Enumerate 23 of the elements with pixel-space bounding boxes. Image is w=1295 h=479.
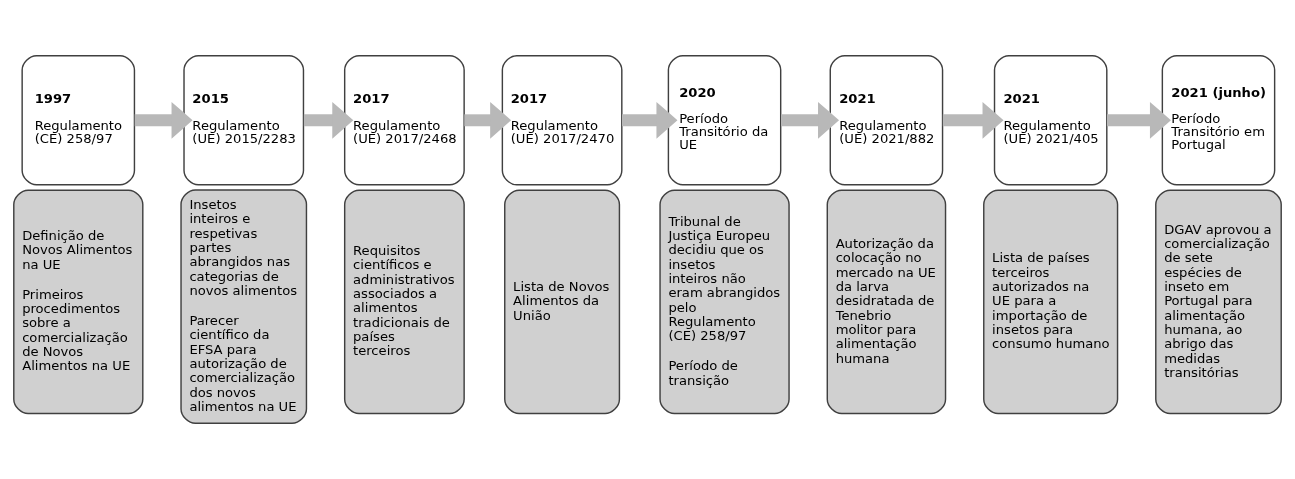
node-box: 2020 Período Transitório da UE [667,55,782,186]
node-box: Tribunal de Justiça Europeu decidiu que os insetos inteiros não eram abrangidos pelo Regulamento (CE) 258/97 Período de transição [659,189,790,415]
node-box: 2015 Regulamento (UE) 2015/2283 [183,55,305,186]
node-box: Autorização da colocação no mercado na UE da larva desidratada de Tenebrio molitor para alimentação humana [826,189,947,415]
node-box: 2021 (junho) Período Transitório em Portugal [1161,55,1276,186]
node-box: 2017 Regulamento (UE) 2017/2470 [501,55,623,186]
node-box: Definição de Novos Alimentos na UE Primeiros procedimentos sobre a comercialização de Novos Alimentos na UE [13,189,144,415]
node-box: DGAV aprovou a comercialização de sete espécies de inseto em Portugal para alimentação humana, ao abrigo das medidas transitórias [1155,189,1282,415]
arrow [942,101,1004,139]
arrow [1106,101,1171,139]
arrow [134,101,193,139]
node-box: 2021 Regulamento (UE) 2021/882 [829,55,944,186]
arrow [303,101,354,139]
arrow [622,101,678,139]
node-box: 2021 Regulamento (UE) 2021/405 [993,55,1108,186]
arrow [781,101,840,139]
node-box: 1997 Regulamento (CE) 258/97 [21,55,136,186]
node-box: Insetos inteiros e respetivas partes abrangidos nas categorias de novos alimentos Parecer científico da EFSA para autorização de comercialização dos novos alimentos na UE [180,189,308,425]
node-box: Lista de países terceiros autorizados na UE para a importação de insetos para consumo humano [983,189,1119,415]
node-box: Lista de Novos Alimentos da União [504,189,621,415]
arrow [464,101,512,139]
node-box: Requisitos científicos e administrativos associados a alimentos tradicionais de países terceiros [343,189,465,415]
node-box: 2017 Regulamento (UE) 2017/2468 [343,55,465,186]
